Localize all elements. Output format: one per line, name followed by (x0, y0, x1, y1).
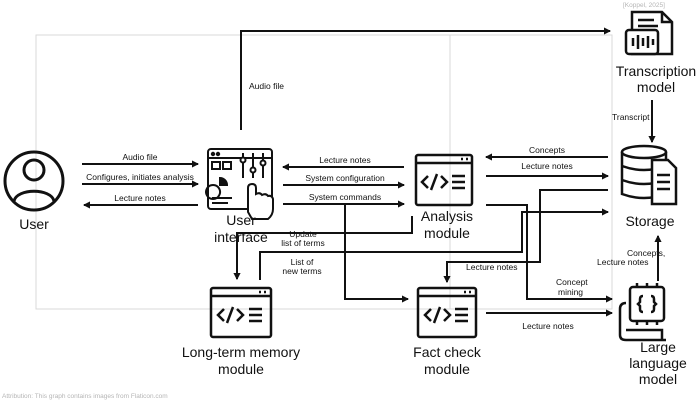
memory-code-window-icon (209, 286, 273, 339)
transcript-document-icon (624, 10, 674, 56)
edge-concept-mining (486, 204, 614, 303)
edge-label-system-configuration: System configuration (305, 173, 385, 183)
user-label: User (19, 216, 49, 232)
edge-label-concept-mining-line2: mining (558, 287, 583, 297)
edge-update-terms (233, 216, 413, 281)
edge-label-update-terms-line1: Update (289, 229, 317, 239)
ai-chip-book-icon (618, 283, 666, 342)
fact-check-code-window-icon (416, 286, 478, 339)
background-frame (35, 34, 613, 310)
edge-label-concept-mining-line1: Concept (556, 277, 588, 287)
edge-label-lecture-notes-fact-check: Lecture notes (466, 262, 518, 272)
edge-label-audio-file-ui: Audio file (249, 81, 284, 91)
memory-label-line1: Long-term memory (182, 344, 300, 360)
edge-label-system-commands: System commands (309, 192, 381, 202)
edge-label-new-terms-line1: List of (291, 257, 314, 267)
fact-check-label-line1: Fact check (413, 344, 482, 360)
edge-lecture-notes-fact-check (443, 189, 608, 284)
storage-label: Storage (625, 213, 674, 229)
attribution: Attribution: This graph contains images … (2, 393, 168, 400)
llm-label-line3: model (639, 371, 677, 387)
edge-label-transcript: Transcript (612, 112, 650, 122)
user-interface-label-line1: User (226, 212, 256, 228)
edge-label-lecture-notes-llm: Lecture notes (522, 321, 574, 331)
llm-label-line1: Large (640, 339, 676, 355)
edge-commands-fact-check (344, 204, 410, 303)
memory-label-line2: module (218, 361, 264, 377)
dashboard-tap-icon (205, 148, 274, 220)
edge-label-update-terms-line2: list of terms (281, 238, 324, 248)
edge-label-lecture-notes-ui: Lecture notes (319, 155, 371, 165)
user-circle-icon (3, 150, 65, 212)
citation: [Koppel, 2025] (623, 2, 665, 9)
edge-label-new-terms-line2: new terms (282, 266, 321, 276)
edge-label-concepts: Concepts (529, 145, 565, 155)
fact-check-label-line2: module (424, 361, 470, 377)
analysis-label-line1: Analysis (421, 208, 473, 224)
database-document-icon (620, 144, 678, 206)
edge-new-terms (259, 208, 610, 280)
edge-label-lecture-notes-user: Lecture notes (114, 193, 166, 203)
edge-label-audio-file-user: Audio file (123, 152, 158, 162)
edge-label-lecture-notes-storage: Lecture notes (521, 161, 573, 171)
edge-audio-file-transcription (240, 27, 612, 130)
analysis-code-window-icon (414, 153, 474, 207)
user-interface-label-line2: interface (214, 229, 268, 245)
edge-label-concepts-llm-line2: Lecture notes (597, 257, 649, 267)
analysis-label-line2: module (424, 225, 470, 241)
transcription-label-line2: model (637, 79, 675, 95)
transcription-label-line1: Transcription (616, 63, 696, 79)
edge-label-configures: Configures, initiates analysis (86, 172, 194, 182)
llm-label-line2: language (629, 355, 687, 371)
edge-label-concepts-llm-line1: Concepts, (627, 248, 665, 258)
